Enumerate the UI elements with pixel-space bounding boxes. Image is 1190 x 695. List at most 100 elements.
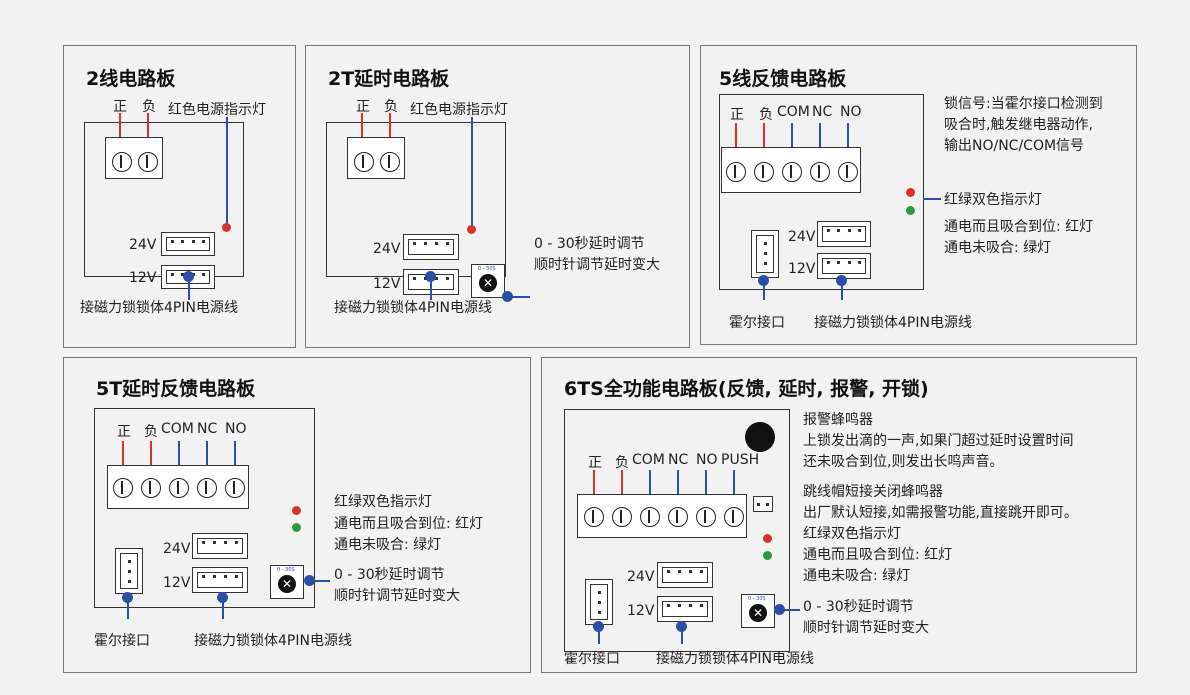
screw-terminal [354,152,374,172]
power-cable-line [681,630,683,644]
led-leader-line [471,117,473,227]
lock-signal-line1: 锁信号:当霍尔接口检测到 [944,96,1103,112]
led-green [763,551,772,560]
terminal-label-nc: NC [668,452,689,468]
led-note: 红绿双色指示灯 通电而且吸合到位: 红灯 通电未吸合: 绿灯 [803,524,952,587]
panel-title: 2T延时电路板 [328,68,450,90]
led-state-line2: 通电未吸合: 绿灯 [944,240,1052,256]
power-led [467,225,476,234]
buzzer-desc-line2: 还未吸合到位,则发出长鸣声音。 [803,454,1004,470]
led-label: 红绿双色指示灯 [944,192,1042,208]
pot-knob-icon: ✕ [479,274,497,292]
panel-2-wire: 2线电路板 正 负 红色电源指示灯 24V 12V 接磁力锁锁体4PIN电源线 [63,45,296,348]
delay-label: 0 - 30秒延时调节 顺时针调节延时变大 [334,565,460,607]
terminal-label-positive: 正 [117,424,131,440]
hall-line [598,630,600,644]
hall-connector [585,579,613,625]
delay-leader-line [506,296,530,298]
connector-24v-label: 24V [129,237,157,253]
jumper-label-line1: 跳线帽短接关闭蜂鸣器 [803,484,943,500]
wire-no [847,123,849,165]
circuit-board: 正 负 COM NC NO 24V [719,94,924,290]
power-cable-label: 接磁力锁锁体4PIN电源线 [334,300,492,316]
screw-terminal [584,507,604,527]
screw-terminal [726,162,746,182]
screw-terminal [380,152,400,172]
led-leader-line [923,198,941,200]
pot-scale: 0 - 30S [478,266,496,272]
pot-knob-icon: ✕ [749,604,767,622]
terminal-label-com: COM [777,104,810,120]
jumper-label-line2: 出厂默认短接,如需报警功能,直接跳开即可。 [803,505,1078,521]
terminal-label-negative: 负 [144,424,158,440]
screw-terminal [640,507,660,527]
buzzer [745,422,775,452]
led-state-line1: 通电而且吸合到位: 红灯 [334,516,484,532]
panel-title: 6TS全功能电路板(反馈, 延时, 报警, 开锁) [564,378,929,400]
terminal-block [347,137,405,179]
terminal-label-com: COM [161,421,194,437]
terminal-label-com: COM [632,452,665,468]
led-state-line1: 通电而且吸合到位: 红灯 [944,219,1094,235]
connector-12v-label: 12V [788,261,816,277]
wire-com [178,441,180,481]
terminal-block [577,494,747,538]
panel-title: 5T延时反馈电路板 [96,378,256,400]
screw-terminal [724,507,744,527]
delay-label: 0 - 30秒延时调节 顺时针调节延时变大 [803,597,929,639]
screw-terminal [112,152,132,172]
screw-terminal [696,507,716,527]
power-led-label: 红色电源指示灯 [410,102,508,118]
connector-12v [657,596,713,622]
hall-label: 霍尔接口 [94,633,150,649]
delay-label-line1: 0 - 30秒延时调节 [334,567,445,583]
power-cable-line [222,601,224,619]
terminal-label-nc: NC [812,104,833,120]
terminal-label-negative: 负 [759,107,773,123]
wire-positive [735,123,737,165]
screw-terminal [141,478,161,498]
wire-com [649,470,651,514]
screw-terminal [197,478,217,498]
screw-terminal [225,478,245,498]
delay-leader-node [774,604,785,615]
led-state-line1: 通电而且吸合到位: 红灯 [803,547,953,563]
led-red [292,506,301,515]
wire-no [234,441,236,481]
screw-terminal [782,162,802,182]
terminal-label-no: NO [696,452,718,468]
wire-positive [593,470,595,514]
power-cable-node [217,592,228,603]
power-cable-node [425,271,436,282]
delay-label-line2: 顺时针调节延时变大 [334,588,460,604]
wire-nc [677,470,679,514]
power-cable-label: 接磁力锁锁体4PIN电源线 [194,633,352,649]
hall-connector [751,230,779,278]
panel-title: 5线反馈电路板 [719,68,847,90]
connector-12v-label: 12V [129,270,157,286]
screw-terminal [612,507,632,527]
circuit-board: 24V 12V [84,113,244,289]
connector-24v [817,221,871,247]
circuit-board: 24V 12V 0 - 30S ✕ [326,113,506,298]
power-cable-line [430,280,432,300]
connector-24v-label: 24V [373,241,401,257]
connector-12v-label: 12V [373,276,401,292]
delay-leader-line [778,609,800,611]
led-label: 红绿双色指示灯 [803,526,901,542]
wire-no [705,470,707,514]
power-cable-node [183,271,194,282]
power-cable-node [836,275,847,286]
wire-negative [763,123,765,165]
screw-terminal [668,507,688,527]
hall-node [122,592,133,603]
power-cable-node [676,621,687,632]
connector-24v-label: 24V [627,569,655,585]
delay-label-line2: 顺时针调节延时变大 [803,620,929,636]
screw-terminal [138,152,158,172]
connector-12v-label: 12V [163,575,191,591]
delay-potentiometer: 0 - 30S ✕ [471,264,505,298]
pot-knob-icon: ✕ [278,575,296,593]
buzzer-label: 报警蜂鸣器 [803,412,873,428]
